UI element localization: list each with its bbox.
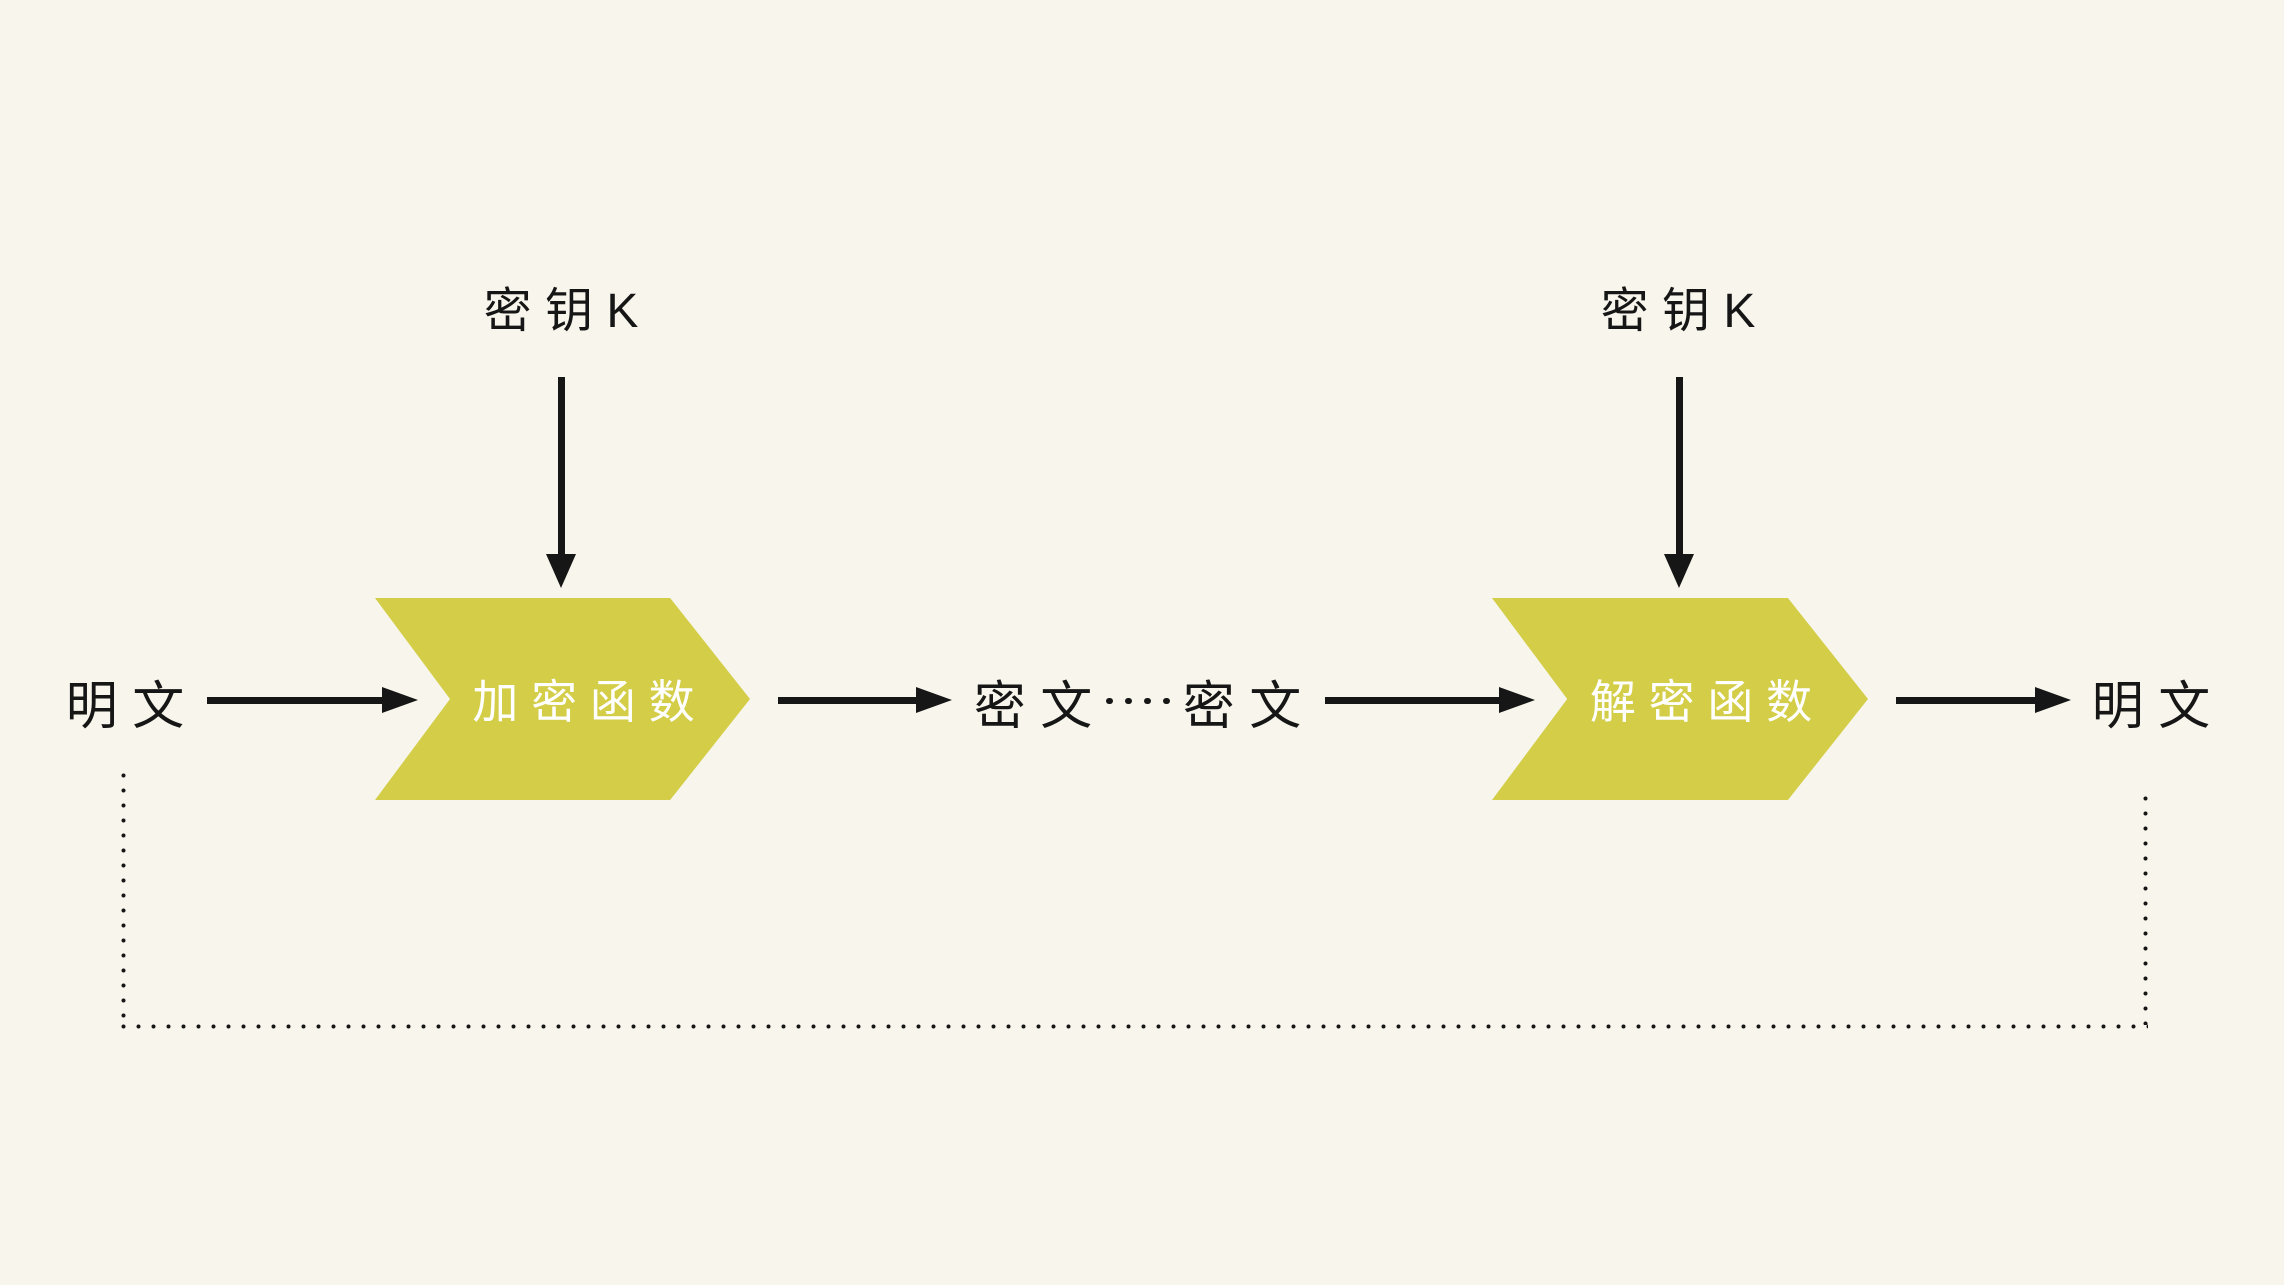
ellipsis-dot [1106,698,1113,704]
arrow-shaft [557,377,565,554]
encrypt-function-label: 加 密 函 数 [472,676,695,728]
key-arrow-right [1664,377,1694,588]
key-label-right: 密 钥 K [1600,285,1756,338]
plaintext-left-label: 明 文 [65,677,185,736]
arrow-shaft [1896,696,2035,704]
arrow-shaft [778,696,916,704]
ellipsis-dot [1125,698,1132,704]
feedback-dotted-line-right [2143,796,2148,1025]
arrow-head [2035,687,2071,713]
arrow-ciphertext-to-decrypt [1325,687,1535,713]
arrow-plaintext-to-encrypt [207,687,418,713]
decrypt-function-label: 解 密 函 数 [1589,676,1813,728]
ellipsis-dot [1163,698,1170,704]
arrow-shaft [207,696,382,704]
encrypt-function-chevron: 加 密 函 数 [375,598,750,800]
key-arrow-left [546,377,576,588]
arrow-shaft [1325,696,1499,704]
arrow-head [916,687,952,713]
arrow-head [382,687,418,713]
ciphertext-left-label: 密 文 [973,677,1093,736]
arrow-decrypt-to-plaintext [1896,687,2071,713]
ellipsis-dots [1106,696,1170,706]
arrow-encrypt-to-ciphertext [778,687,952,713]
arrow-head [546,554,576,588]
plaintext-right-label: 明 文 [2091,677,2211,736]
arrow-shaft [1675,377,1683,554]
feedback-dotted-line-bottom [121,1024,2148,1029]
arrow-head [1499,687,1535,713]
ellipsis-dot [1144,698,1151,704]
key-label-left: 密 钥 K [483,285,639,338]
feedback-dotted-line-left [121,773,126,1026]
decrypt-function-chevron: 解 密 函 数 [1492,598,1868,800]
ciphertext-right-label: 密 文 [1182,677,1302,736]
arrow-head [1664,554,1694,588]
